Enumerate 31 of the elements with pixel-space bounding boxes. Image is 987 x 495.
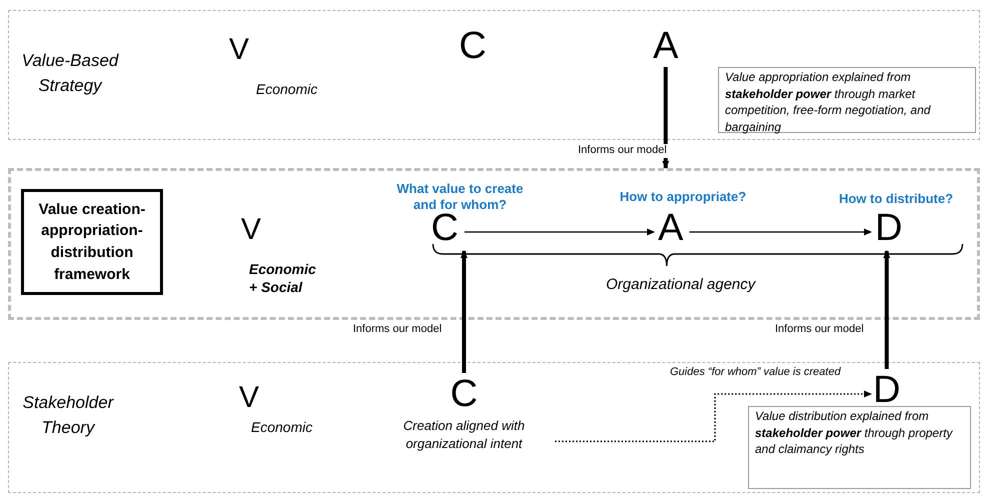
arrow bbox=[689, 228, 872, 236]
letter-label: V bbox=[239, 383, 260, 413]
framework-box: Value creation-appropriation-distribution framework bbox=[21, 189, 163, 295]
edge-label: Informs our model bbox=[577, 144, 668, 158]
section-title: Value-Based Strategy bbox=[20, 50, 120, 97]
arrow bbox=[464, 228, 655, 236]
caption-text: How to appropriate? bbox=[618, 189, 748, 206]
caption-text: Economic bbox=[251, 419, 314, 436]
caption-text: Economic bbox=[256, 81, 318, 98]
arrow bbox=[662, 67, 670, 169]
letter-label: C bbox=[450, 375, 478, 413]
note-box: Value distribution explained from stakeholder power through property and claimancy rights bbox=[748, 406, 971, 489]
caption-text: Creation aligned with organizational intent bbox=[402, 417, 526, 454]
letter-label: A bbox=[658, 209, 684, 247]
arrow bbox=[460, 250, 468, 373]
caption-text: Economic + Social bbox=[249, 261, 317, 296]
letter-label: C bbox=[459, 27, 486, 65]
caption-text: How to distribute? bbox=[838, 191, 954, 208]
section-band bbox=[8, 168, 980, 320]
letter-label: A bbox=[653, 27, 678, 65]
letter-label: V bbox=[241, 215, 262, 245]
section-band bbox=[8, 10, 980, 140]
letter-label: D bbox=[873, 371, 900, 409]
arrow bbox=[883, 250, 890, 369]
arrow bbox=[555, 390, 872, 442]
letter-label: V bbox=[229, 35, 250, 65]
section-band bbox=[8, 362, 980, 493]
note-box: Value appropriation explained from stakeholder power through market competition, free-form negotiation, and bargaining bbox=[718, 67, 976, 133]
section-title: Stakeholder Theory bbox=[22, 392, 115, 439]
brace-label: Organizational agency bbox=[606, 275, 756, 295]
letter-label: D bbox=[875, 209, 902, 247]
